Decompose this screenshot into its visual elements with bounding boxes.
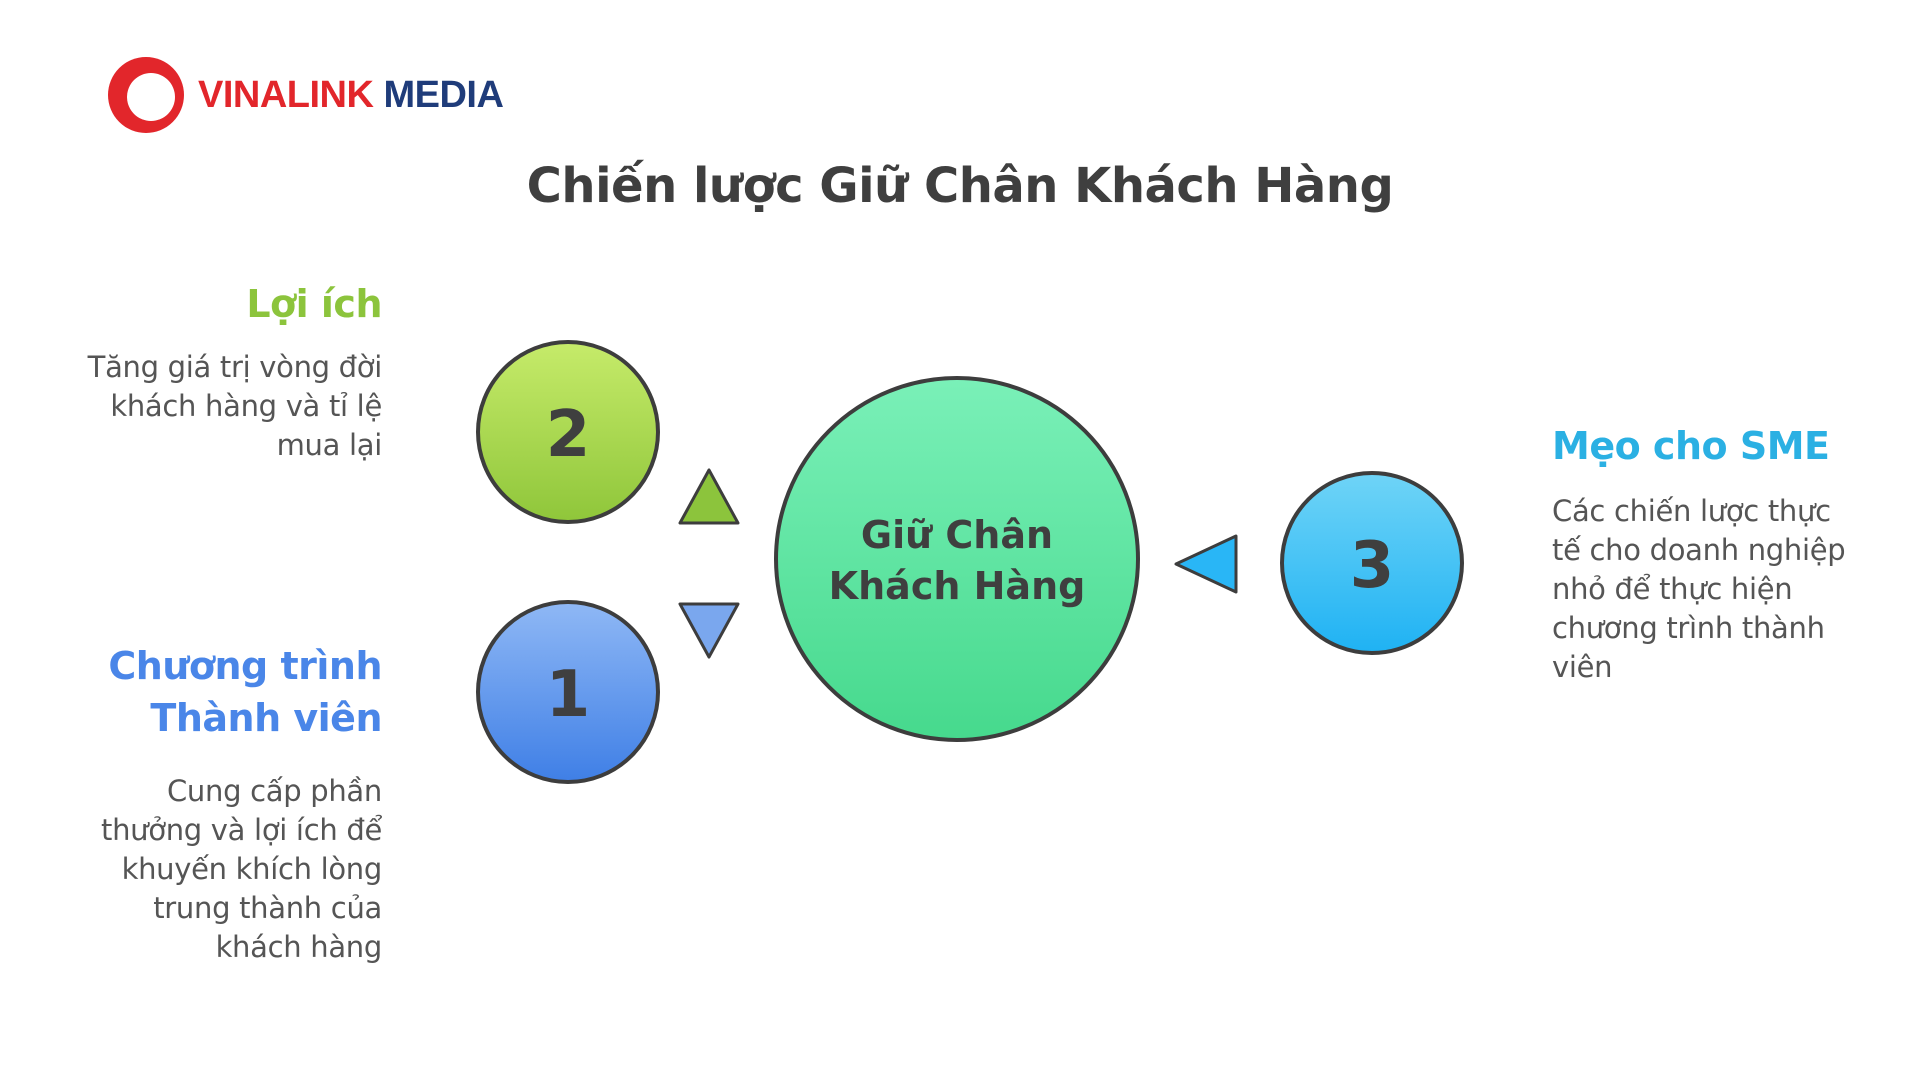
- sme-tips-block: Mẹo cho SME Các chiến lược thực tế cho d…: [1552, 420, 1892, 687]
- node-2-circle: [476, 340, 660, 524]
- triangle-down-icon: [678, 602, 740, 659]
- membership-desc-line: khách hàng: [215, 930, 383, 964]
- center-label-line2: Khách Hàng: [829, 564, 1086, 608]
- benefit-desc-line: mua lại: [276, 428, 383, 462]
- center-node: Giữ Chân Khách Hàng: [774, 376, 1140, 742]
- node-2: 2: [476, 340, 660, 524]
- benefit-description: Tăng giá trị vòng đời khách hàng và tỉ l…: [42, 348, 383, 465]
- brand-name-part2: MEDIA: [383, 74, 504, 116]
- sme-tips-desc-line: nhỏ để thực hiện: [1552, 572, 1793, 606]
- node-3: 3: [1280, 471, 1464, 655]
- page-title: Chiến lược Giữ Chân Khách Hàng: [526, 158, 1394, 214]
- node-1-number: 1: [546, 658, 591, 732]
- ring-logo-icon: [108, 57, 184, 133]
- membership-desc-line: khuyến khích lòng: [121, 852, 383, 886]
- node-3-circle: [1280, 471, 1464, 655]
- sme-tips-description: Các chiến lược thực tế cho doanh nghiệp …: [1552, 492, 1892, 687]
- node-3-number: 3: [1350, 529, 1395, 603]
- benefit-desc-line: khách hàng và tỉ lệ: [110, 389, 382, 423]
- node-1: 1: [476, 600, 660, 784]
- membership-description: Cung cấp phần thưởng và lợi ích để khuyế…: [42, 772, 382, 967]
- sme-tips-heading: Mẹo cho SME: [1552, 424, 1830, 468]
- sme-tips-desc-line: tế cho doanh nghiệp: [1552, 533, 1846, 567]
- node-1-circle: [476, 600, 660, 784]
- center-circle: [774, 376, 1140, 742]
- sme-tips-desc-line: viên: [1552, 650, 1613, 684]
- membership-block: Chương trình Thành viên Cung cấp phần th…: [42, 640, 382, 967]
- brand-name-part1: VINALINK: [198, 74, 374, 116]
- membership-heading-line2: Thành viên: [150, 696, 382, 740]
- membership-desc-line: trung thành của: [153, 891, 382, 925]
- node-2-number: 2: [546, 398, 591, 472]
- sme-tips-desc-line: Các chiến lược thực: [1552, 494, 1831, 528]
- membership-desc-line: thưởng và lợi ích để: [101, 813, 382, 847]
- center-label-line1: Giữ Chân: [861, 513, 1053, 557]
- triangle-up-icon: [678, 468, 740, 525]
- benefit-heading: Lợi ích: [246, 282, 382, 326]
- benefit-desc-line: Tăng giá trị vòng đời: [87, 350, 383, 384]
- membership-heading-line1: Chương trình: [108, 644, 382, 688]
- triangle-left-icon: [1174, 534, 1238, 594]
- benefit-block: Lợi ích Tăng giá trị vòng đời khách hàng…: [42, 278, 383, 465]
- membership-desc-line: Cung cấp phần: [166, 774, 382, 808]
- sme-tips-desc-line: chương trình thành: [1552, 611, 1825, 645]
